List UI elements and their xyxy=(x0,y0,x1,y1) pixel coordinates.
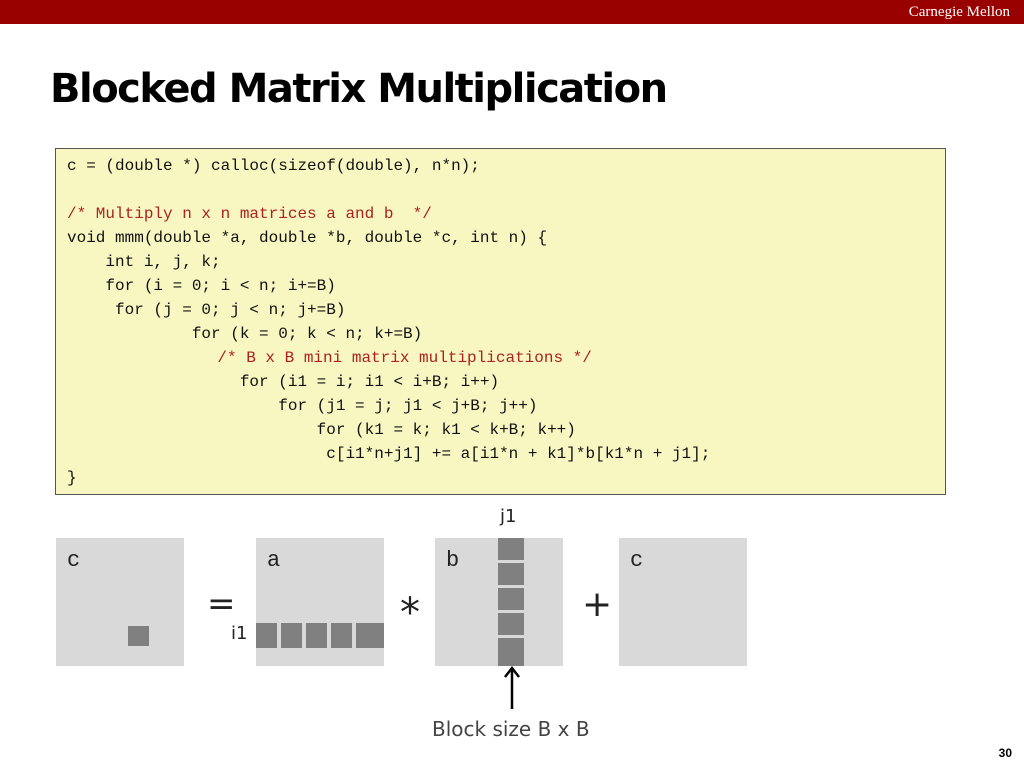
column-block xyxy=(498,613,524,635)
row-block xyxy=(281,623,302,648)
row-index-label: i1 xyxy=(231,623,248,644)
column-block xyxy=(498,563,524,585)
code-line: } xyxy=(67,469,77,487)
block-size-caption: Block size B x B xyxy=(432,717,590,741)
multiply-sign: * xyxy=(400,590,420,636)
code-line: for (i = 0; i < n; i+=B) xyxy=(67,277,336,295)
result-element xyxy=(128,626,149,646)
column-index-label: j1 xyxy=(500,506,517,527)
up-arrow-icon xyxy=(504,665,520,709)
column-block xyxy=(498,588,524,610)
row-block xyxy=(306,623,327,648)
code-line: for (k1 = k; k1 < k+B; k++) xyxy=(67,421,576,439)
code-line: for (k = 0; k < n; k+=B) xyxy=(67,325,423,343)
code-line: for (j = 0; j < n; j+=B) xyxy=(67,301,346,319)
code-line: void mmm(double *a, double *b, double *c… xyxy=(67,229,548,247)
matrix-label: c xyxy=(630,548,644,573)
row-block xyxy=(331,623,352,648)
slide-title: Blocked Matrix Multiplication xyxy=(50,66,668,112)
column-block xyxy=(498,538,524,560)
code-comment: /* Multiply n x n matrices a and b */ xyxy=(67,205,432,223)
matrix-label: b xyxy=(446,548,460,573)
institution-name: Carnegie Mellon xyxy=(908,4,1010,20)
code-comment: /* B x B mini matrix multiplications */ xyxy=(131,349,592,367)
code-line: c[i1*n+j1] += a[i1*n + k1]*b[k1*n + j1]; xyxy=(67,445,711,463)
page-number: 30 xyxy=(998,746,1012,760)
equals-sign: = xyxy=(207,584,236,624)
matrix-c-sum: c xyxy=(619,538,747,666)
code-line: int i, j, k; xyxy=(67,253,221,271)
matrix-c: c xyxy=(56,538,184,666)
column-block xyxy=(498,638,524,666)
matrix-label: c xyxy=(67,548,81,573)
code-line: c = (double *) calloc(sizeof(double), n*… xyxy=(67,157,480,175)
matrix-a: a xyxy=(256,538,384,666)
row-block xyxy=(356,623,384,648)
code-line: for (j1 = j; j1 < j+B; j++) xyxy=(67,397,538,415)
matrix-label: a xyxy=(267,548,281,573)
row-block xyxy=(256,623,277,648)
code-line: for (i1 = i; i1 < i+B; i++) xyxy=(67,373,500,391)
header-bar: Carnegie Mellon xyxy=(0,0,1024,24)
matrix-b: b xyxy=(435,538,563,666)
code-box: c = (double *) calloc(sizeof(double), n*… xyxy=(55,148,946,495)
plus-sign: + xyxy=(582,584,613,625)
